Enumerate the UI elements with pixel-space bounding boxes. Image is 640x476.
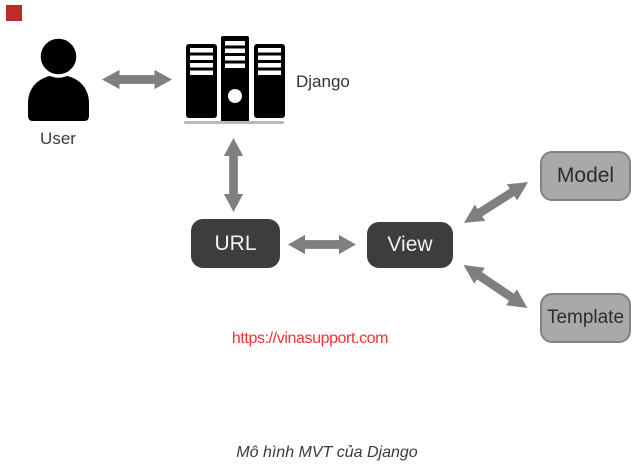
caption: Mô hình MVT của Django: [236, 444, 418, 461]
arrow-url-view: [288, 232, 356, 257]
arrow-user-django: [102, 67, 172, 92]
arrow-django-url: [221, 138, 246, 212]
server-shadow: [184, 121, 284, 124]
django-label: Django: [296, 72, 350, 91]
url-node: URL: [191, 219, 280, 268]
model-node: Model: [540, 151, 631, 201]
watermark-link[interactable]: https://vinasupport.com: [231, 330, 389, 347]
model-label: Model: [556, 164, 615, 187]
view-label: View: [387, 233, 433, 256]
template-label: Template: [546, 307, 625, 328]
arrow-view-model: [457, 172, 535, 234]
arrow-view-template: [457, 255, 535, 319]
person-icon: [27, 36, 90, 122]
template-node: Template: [540, 293, 631, 343]
server-rack-icon: [183, 33, 285, 125]
red-corner-marker: [6, 5, 22, 21]
view-node: View: [367, 222, 453, 268]
url-label: URL: [214, 231, 257, 255]
user-label: User: [40, 129, 76, 148]
